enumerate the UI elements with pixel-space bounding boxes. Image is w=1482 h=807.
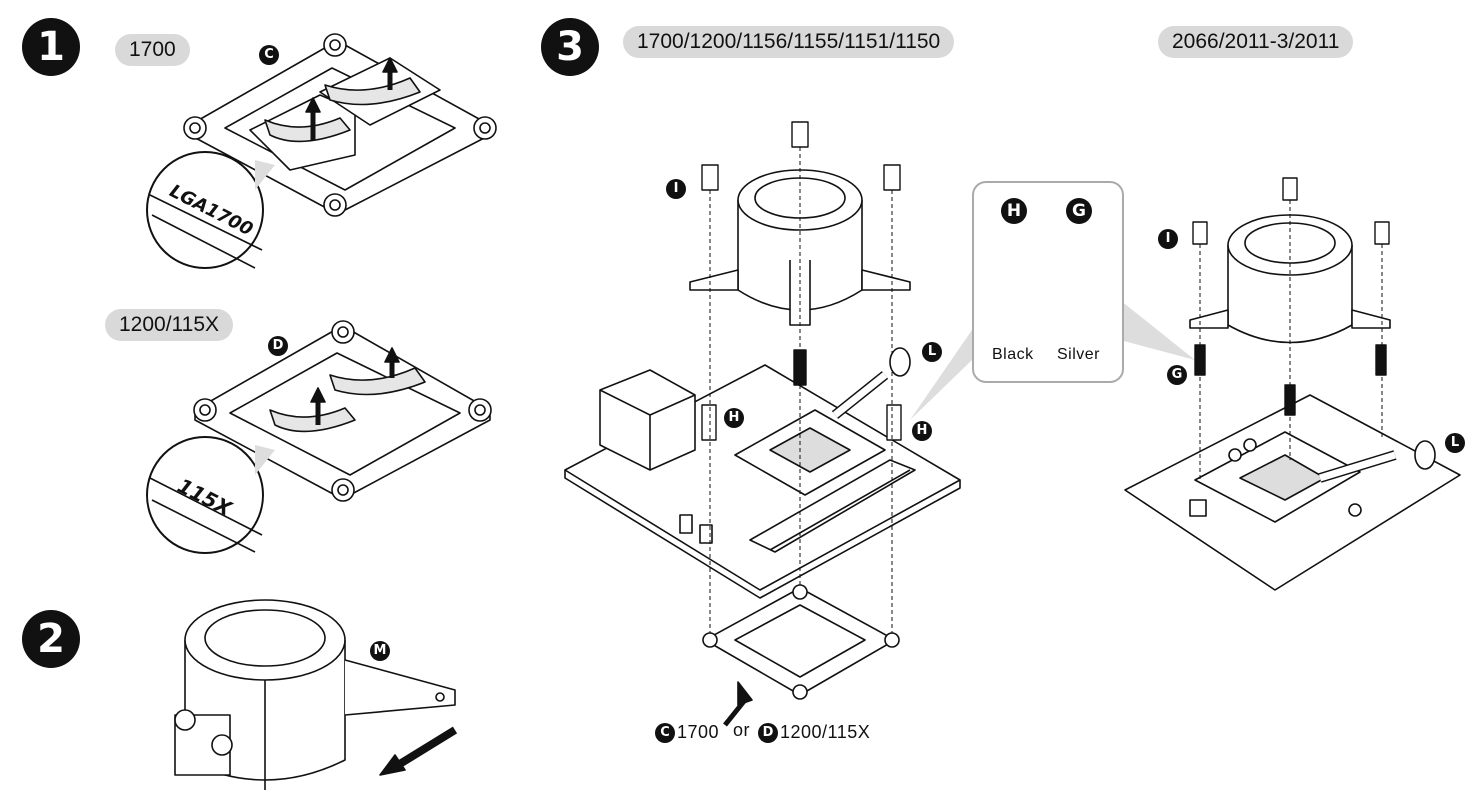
callout-pointer [910, 300, 1195, 420]
callout-black-caption: Black [992, 346, 1034, 363]
zoom-lens-1700 [146, 151, 275, 269]
step-2-number: 2 [22, 610, 80, 668]
part-l-badge-right: L [1445, 433, 1465, 453]
zoom-lens-115x [146, 436, 275, 554]
guide-lines-left [709, 147, 893, 640]
part-l-badge-left: L [922, 342, 942, 362]
socket-label-intel-hedt: 2066/2011-3/2011 [1158, 26, 1354, 58]
pump-head-step2 [174, 599, 458, 790]
part-h-badge-left-2: H [912, 421, 932, 441]
thermal-paste-right [1318, 440, 1436, 483]
bottom-or-text: or [733, 720, 751, 740]
part-d-badge: D [268, 336, 288, 356]
bottom-d-badge: D [758, 723, 778, 743]
socket-label-115x: 1200/115X [105, 309, 234, 341]
motherboard-right [1124, 394, 1461, 591]
callout-g-badge: G [1066, 198, 1092, 224]
screw-callout [972, 181, 1124, 383]
backplate-left [702, 584, 900, 727]
part-m-badge: M [370, 641, 390, 661]
socket-label-1700: 1700 [115, 34, 190, 66]
part-i-badge-left: I [666, 179, 686, 199]
bottom-d-text: 1200/115X [780, 722, 871, 742]
motherboard-left [564, 364, 961, 599]
guide-lines-right [1199, 200, 1383, 480]
part-h-badge-left: H [724, 408, 744, 428]
part-i-badge-right: I [1158, 229, 1178, 249]
thermal-paste-left [831, 347, 911, 419]
bottom-c-text: 1700 [677, 722, 720, 742]
part-c-badge: C [259, 45, 279, 65]
bottom-c-badge: C [655, 723, 675, 743]
step-3-number: 3 [541, 18, 599, 76]
callout-silver-caption: Silver [1057, 346, 1101, 363]
part-g-badge-right: G [1167, 365, 1187, 385]
step-1-number: 1 [22, 18, 80, 76]
callout-h-badge: H [1001, 198, 1027, 224]
socket-label-intel-mainstream: 1700/1200/1156/1155/1151/1150 [623, 26, 955, 58]
screws-left [701, 121, 902, 441]
